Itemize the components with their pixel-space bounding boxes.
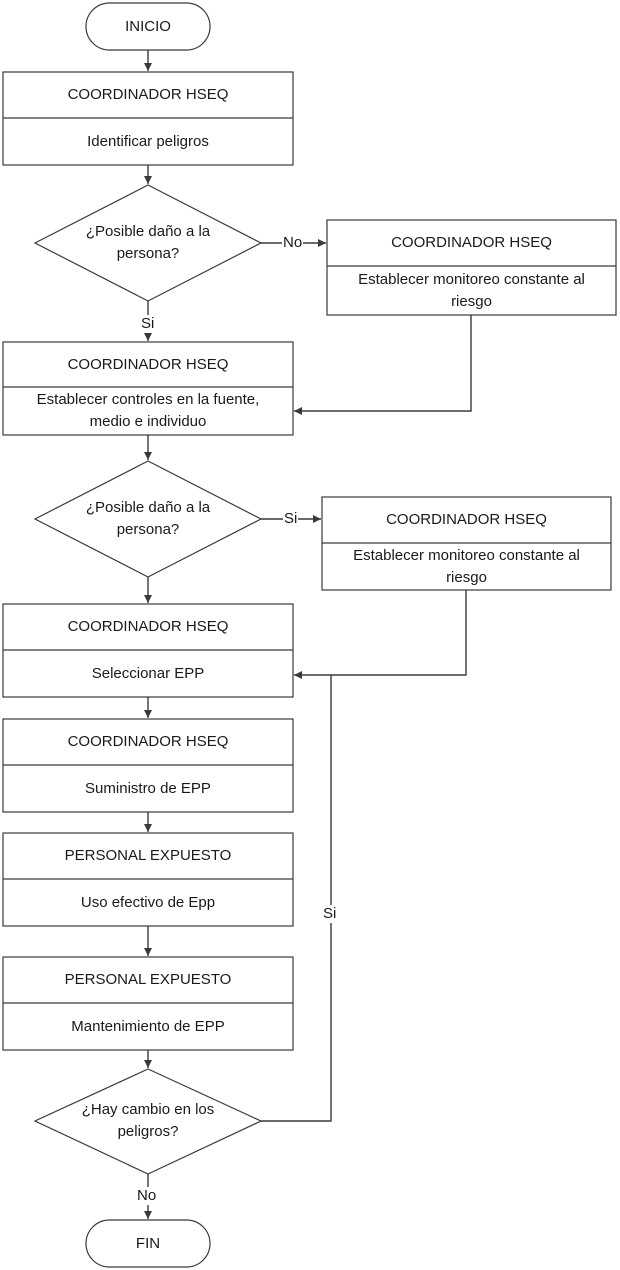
start-label: INICIO xyxy=(125,17,171,35)
monitoreo-1-role: COORDINADOR HSEQ xyxy=(391,234,552,251)
identificar-task: Identificar peligros xyxy=(87,132,209,150)
end-terminal xyxy=(85,1219,211,1268)
decision-3-si-label: Si xyxy=(322,905,338,923)
uso-task: Uso efectivo de Epp xyxy=(80,893,216,911)
monitoreo-1-task: Establecer monitoreo constante al riesgo xyxy=(358,270,585,310)
seleccionar-task: Seleccionar EPP xyxy=(91,664,205,682)
arrow-monitoreo-2-return xyxy=(294,590,467,679)
suministro-role: COORDINADOR HSEQ xyxy=(67,733,229,750)
process-controles-box xyxy=(2,341,294,436)
monitoreo-2-task: Establecer monitoreo constante al riesgo xyxy=(353,546,580,586)
decision-1-si-label: Si xyxy=(140,315,156,333)
arrow-monitoreo-1-return xyxy=(294,315,472,415)
seleccionar-role: COORDINADOR HSEQ xyxy=(67,618,229,635)
monitoreo-2-role: COORDINADOR HSEQ xyxy=(386,511,547,528)
uso-role: PERSONAL EXPUESTO xyxy=(64,847,232,864)
decision-2-si-label: Si xyxy=(283,510,299,528)
end-label: FIN xyxy=(135,1234,161,1252)
identificar-role: COORDINADOR HSEQ xyxy=(67,86,229,103)
arrow-decision-3-si-loop xyxy=(261,675,332,1122)
decision-1-question: ¿Posible daño a la persona? xyxy=(85,223,211,262)
decision-2-question: ¿Posible daño a la persona? xyxy=(85,499,211,538)
monitoreo-1-box xyxy=(326,219,617,316)
controles-task: Establecer controles en la fuente, medio… xyxy=(36,391,260,430)
mantenimiento-task: Mantenimiento de EPP xyxy=(71,1017,225,1035)
suministro-task: Suministro de EPP xyxy=(85,779,211,797)
decision-3-no-label: No xyxy=(136,1187,158,1205)
mantenimiento-role: PERSONAL EXPUESTO xyxy=(64,971,232,988)
decision-3-question: ¿Hay cambio en los peligros? xyxy=(81,1101,215,1140)
controles-role: COORDINADOR HSEQ xyxy=(67,355,229,373)
decision-1-no-label: No xyxy=(282,234,304,252)
